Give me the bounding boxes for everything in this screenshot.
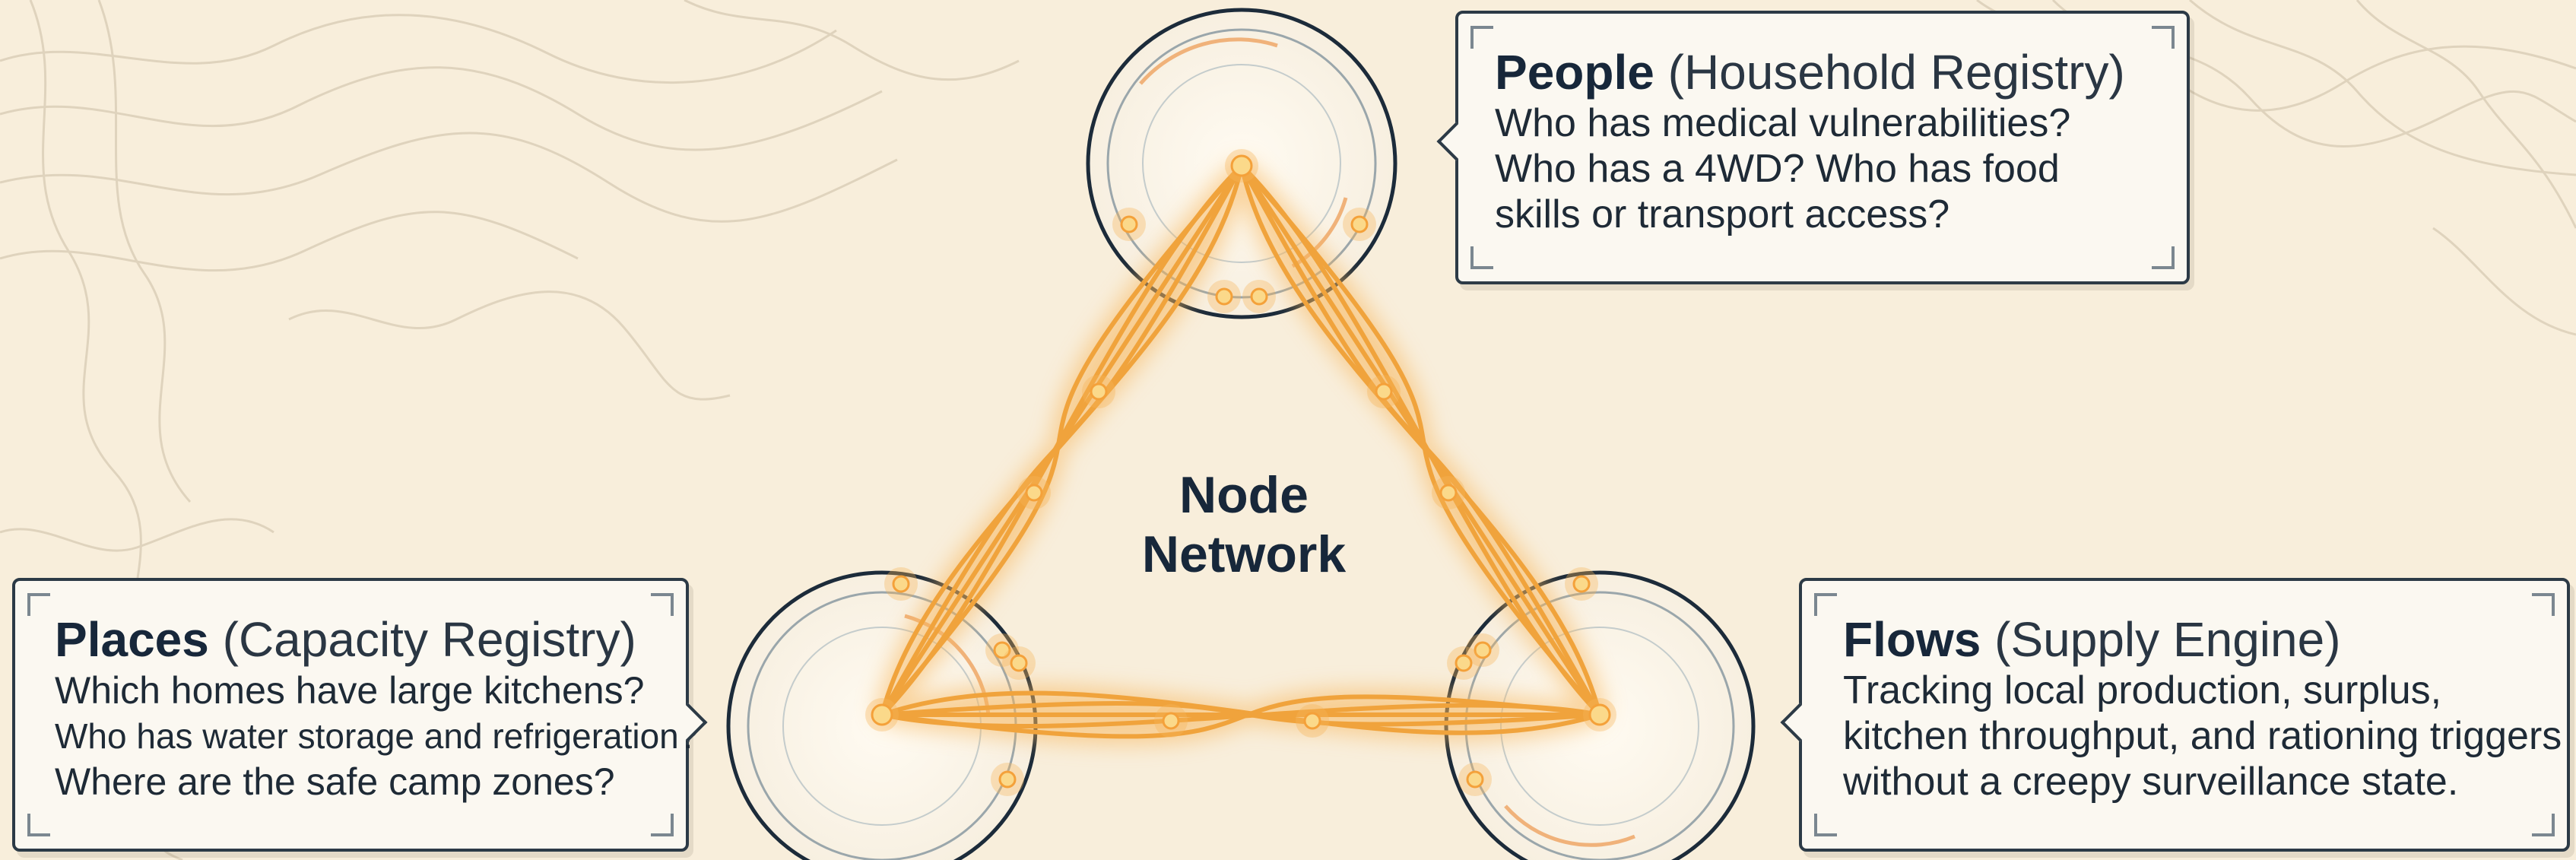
network-node <box>1588 703 1611 726</box>
network-node <box>1439 484 1458 502</box>
people-line-3: skills or transport access? <box>1495 192 1950 236</box>
people-line-1: Who has medical vulnerabilities? <box>1495 101 2071 145</box>
network-node <box>1162 712 1180 730</box>
places-title-main: Places <box>55 612 209 667</box>
people-title-main: People <box>1495 45 1654 100</box>
people-line-2: Who has a 4WD? Who has food <box>1495 147 2060 191</box>
network-node <box>998 770 1017 789</box>
network-node <box>1474 641 1492 659</box>
flows-line-3: without a creepy surveillance state. <box>1843 760 2459 804</box>
people-flows-strand-5 <box>1239 164 1602 716</box>
places-flows-strand-5 <box>881 694 1600 739</box>
places-callout: Places (Capacity Registry) Which homes h… <box>12 578 708 852</box>
network-nodes <box>865 149 1616 796</box>
network-node <box>1572 575 1591 593</box>
network-node <box>1250 287 1268 306</box>
people-places-strand-5 <box>880 164 1244 716</box>
network-node <box>1215 287 1233 306</box>
network-node <box>1230 154 1253 177</box>
network-node <box>1025 484 1043 502</box>
network-node <box>1010 654 1028 672</box>
node-network-label: Node Network <box>1092 465 1396 584</box>
places-title-sub: (Capacity Registry) <box>222 612 636 667</box>
flows-title-main: Flows <box>1843 612 1981 667</box>
places-line-1: Which homes have large kitchens? <box>55 669 645 712</box>
places-line-2: Who has water storage and refrigeration? <box>55 716 699 756</box>
network-node <box>892 575 910 593</box>
flows-title: Flows (Supply Engine) <box>1843 611 2567 668</box>
flows-line-2: kitchen throughput, and rationing trigge… <box>1843 714 2562 758</box>
network-node <box>1120 215 1138 233</box>
network-node <box>1455 654 1473 672</box>
people-title-sub: (Household Registry) <box>1667 45 2125 100</box>
network-node <box>871 703 893 726</box>
network-node <box>1466 770 1484 789</box>
people-callout: People (Household Registry) Who has medi… <box>1436 11 2190 284</box>
places-line-3: Where are the safe camp zones? <box>55 760 615 803</box>
places-title: Places (Capacity Registry) <box>55 611 686 668</box>
network-node <box>1303 712 1321 730</box>
flows-line-1: Tracking local production, surplus, <box>1843 668 2442 712</box>
center-label-line-1: Node <box>1179 466 1309 524</box>
network-node <box>1090 382 1108 401</box>
network-node <box>1375 382 1393 401</box>
flows-callout: Flows (Supply Engine) Tracking local pro… <box>1780 578 2570 852</box>
network-node <box>1350 215 1369 233</box>
center-label-line-2: Network <box>1141 525 1347 583</box>
flows-title-sub: (Supply Engine) <box>1994 612 2341 667</box>
network-node <box>993 641 1011 659</box>
people-title: People (Household Registry) <box>1495 44 2187 100</box>
network-strands <box>880 163 1602 739</box>
